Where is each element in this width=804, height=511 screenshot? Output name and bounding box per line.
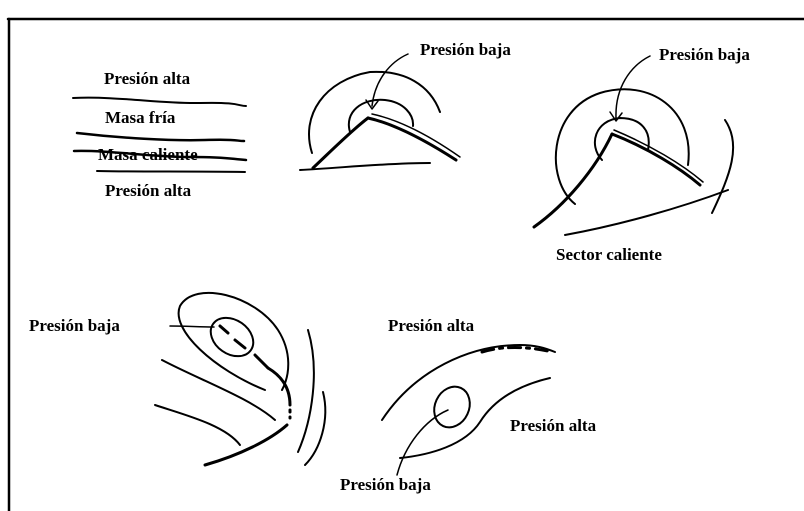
cold-front <box>313 118 368 168</box>
label-warm-mass: Masa caliente <box>98 145 198 165</box>
label-low-pressure: Presión baja <box>659 45 750 65</box>
inner-isobar <box>203 310 260 364</box>
isobar-upper <box>73 98 246 106</box>
panel-wave-forming <box>300 54 460 170</box>
panel-cutoff-low <box>382 345 555 475</box>
pointer-line <box>397 410 448 475</box>
panel-occluded <box>155 293 325 465</box>
occlusion-segment-1 <box>220 326 228 333</box>
pointer-arrow-low <box>616 56 650 118</box>
pointer-line <box>170 326 214 327</box>
panel-warm-sector <box>534 56 733 235</box>
occlusion-segment-3 <box>255 355 268 368</box>
label-high-pressure-right: Presión alta <box>510 416 596 436</box>
label-high-pressure-top: Presión alta <box>104 69 190 89</box>
base-isobar <box>300 163 430 170</box>
label-low-pressure: Presión baja <box>340 475 431 495</box>
isobar-lower <box>97 171 245 172</box>
cold-front <box>205 425 287 465</box>
occlusion-segment-2 <box>235 340 245 348</box>
right-isobar-1 <box>298 330 314 452</box>
left-isobar-2 <box>162 360 275 420</box>
label-low-pressure: Presión baja <box>420 40 511 60</box>
front-line-upper <box>77 133 244 141</box>
right-isobar-2 <box>305 392 325 465</box>
warm-front <box>368 118 456 160</box>
right-isobar <box>712 120 733 213</box>
label-low-pressure: Presión baja <box>29 316 120 336</box>
warm-sector-boundary <box>565 190 728 235</box>
left-isobar-1 <box>155 405 240 445</box>
label-high-pressure-top: Presión alta <box>388 316 474 336</box>
label-warm-sector: Sector caliente <box>556 245 662 265</box>
label-high-pressure-bottom: Presión alta <box>105 181 191 201</box>
outer-isobar <box>309 72 440 153</box>
pointer-arrow-low <box>372 54 408 106</box>
label-cold-mass: Masa fría <box>105 108 175 128</box>
closed-low <box>428 381 477 433</box>
cold-front <box>534 134 612 227</box>
